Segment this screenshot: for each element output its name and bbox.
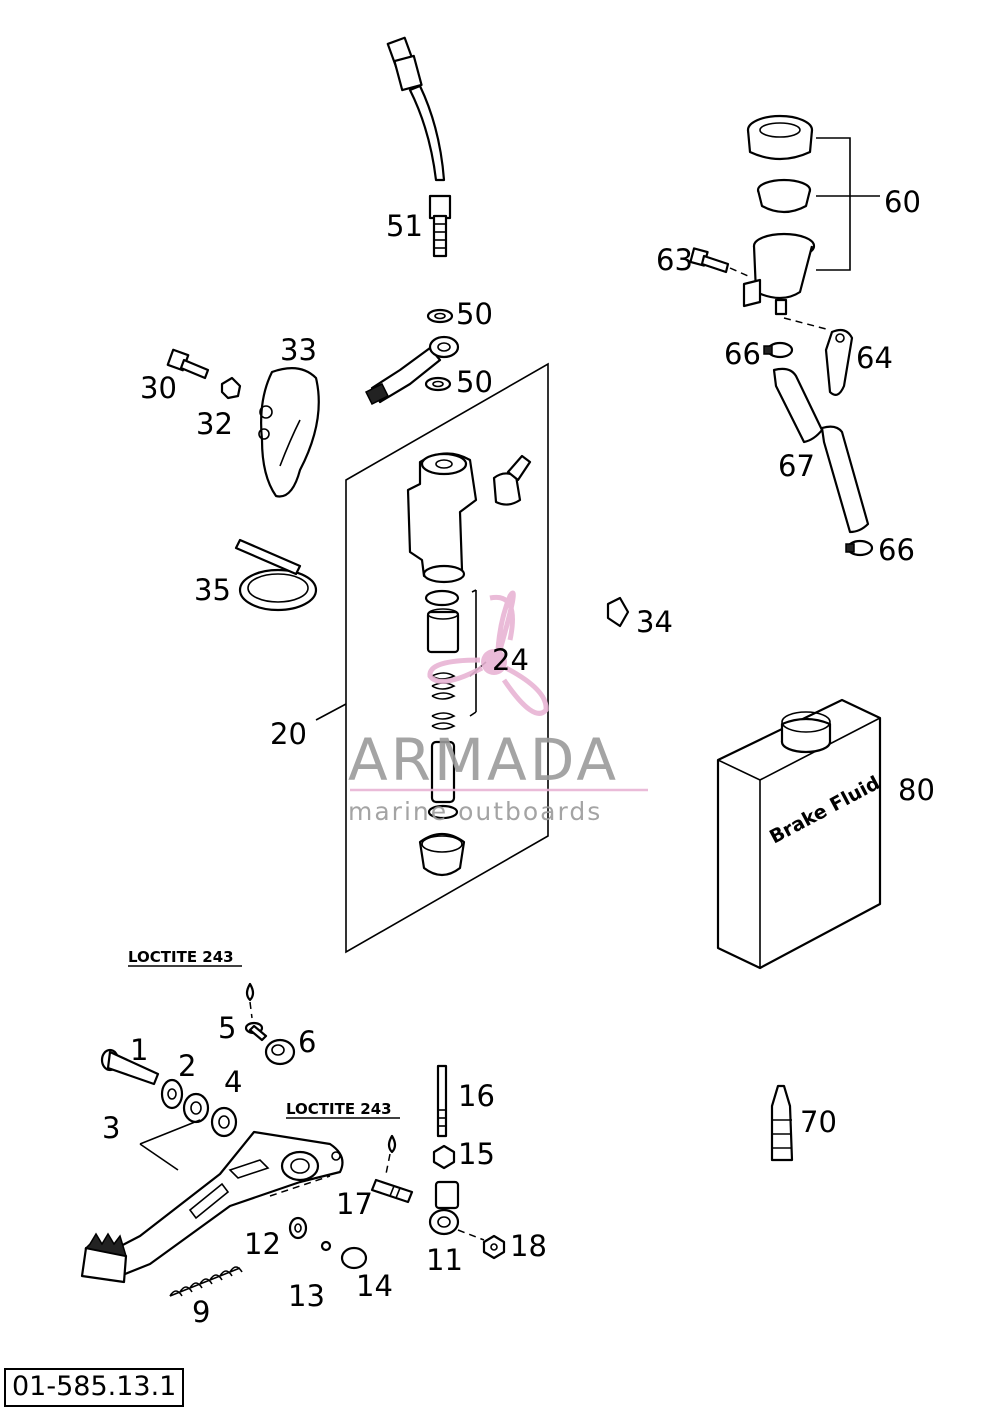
reservoir-part-60 xyxy=(742,114,880,316)
spacer-part-6 xyxy=(264,1038,296,1066)
loctite-note-upper: LOCTITE 243 xyxy=(128,948,234,966)
clevis-part-11 xyxy=(428,1180,485,1241)
washer-part-12 xyxy=(269,1175,331,1240)
hose-clamp-part-66-upper xyxy=(763,341,794,359)
spring-part-9 xyxy=(169,1266,243,1297)
threadlocker-tube-part-70 xyxy=(770,1084,794,1162)
bolt-part-30 xyxy=(166,348,210,380)
washer-part-50-lower xyxy=(424,376,452,392)
callout-16: 16 xyxy=(458,1079,495,1113)
callout-12: 12 xyxy=(244,1227,281,1261)
callout-18: 18 xyxy=(510,1229,547,1263)
callout-14: 14 xyxy=(356,1269,393,1303)
callout-32: 32 xyxy=(196,407,233,441)
callout-13: 13 xyxy=(288,1279,325,1313)
callout-24: 24 xyxy=(492,643,529,677)
screw-part-5 xyxy=(244,1021,268,1042)
callout-20: 20 xyxy=(270,717,307,751)
callout-63: 63 xyxy=(656,243,693,277)
callout-60: 60 xyxy=(884,185,921,219)
loctite-note-lower: LOCTITE 243 xyxy=(286,1100,392,1118)
hose-clamp-part-66-lower xyxy=(845,539,874,557)
watermark-brand: ARMADA xyxy=(348,726,619,794)
callout-50-lower: 50 xyxy=(456,365,493,399)
callout-numbers: 51 50 50 33 30 32 35 24 20 34 60 63 66 6… xyxy=(102,185,935,1329)
callout-34: 34 xyxy=(636,605,673,639)
cover-part-33 xyxy=(258,367,320,498)
callout-2: 2 xyxy=(178,1049,196,1083)
propeller-logo xyxy=(427,590,549,716)
loctite-drop-lower xyxy=(385,1134,397,1175)
cap-part-14 xyxy=(340,1246,368,1270)
bearing-part-4 xyxy=(182,1092,238,1138)
callout-51: 51 xyxy=(386,209,423,243)
nut-part-18 xyxy=(482,1234,506,1260)
banjo-hose-fitting xyxy=(364,335,460,406)
callout-1: 1 xyxy=(130,1033,148,1067)
pin-part-13 xyxy=(320,1240,332,1252)
threaded-rod-part-16 xyxy=(436,1064,448,1138)
callout-30: 30 xyxy=(140,371,177,405)
callout-64: 64 xyxy=(856,341,893,375)
callout-33: 33 xyxy=(280,333,317,367)
push-rod-part-17 xyxy=(370,1178,414,1204)
callout-80: 80 xyxy=(898,773,935,807)
clip-part-34 xyxy=(606,596,630,628)
callout-15: 15 xyxy=(458,1137,495,1171)
callout-66-upper: 66 xyxy=(724,337,761,371)
nut-part-15 xyxy=(432,1144,456,1170)
callout-50-upper: 50 xyxy=(456,297,493,331)
watermark-tagline: marine outboards xyxy=(348,797,602,826)
callout-4: 4 xyxy=(224,1065,242,1099)
sensor-cable-part-51 xyxy=(386,36,452,258)
callout-6: 6 xyxy=(298,1025,316,1059)
callout-35: 35 xyxy=(194,573,231,607)
callout-66-lower: 66 xyxy=(878,533,915,567)
loctite-drop-upper xyxy=(245,982,255,1019)
washer-part-50-upper xyxy=(426,308,454,324)
nut-part-32 xyxy=(220,376,242,400)
callout-5: 5 xyxy=(218,1011,236,1045)
callout-11: 11 xyxy=(426,1243,463,1277)
callout-70: 70 xyxy=(800,1105,837,1139)
cable-tie-part-35 xyxy=(234,538,318,612)
callout-67: 67 xyxy=(778,449,815,483)
callout-9: 9 xyxy=(192,1295,210,1329)
bracket-part-64 xyxy=(783,317,854,396)
callout-3: 3 xyxy=(102,1111,120,1145)
hose-part-67 xyxy=(772,367,870,534)
bolt-part-1 xyxy=(100,1048,160,1086)
bolt-part-63 xyxy=(689,247,749,277)
document-reference-number: 01-585.13.1 xyxy=(4,1368,185,1407)
armada-watermark: ARMADA marine outboards xyxy=(348,590,648,826)
brake-fluid-container-part-80: Brake Fluid xyxy=(716,698,884,970)
master-cylinder-kit-part-20 xyxy=(315,362,549,954)
washer-part-2 xyxy=(160,1078,184,1110)
callout-17: 17 xyxy=(336,1187,373,1221)
brake-pedal-part-3 xyxy=(80,1119,344,1284)
